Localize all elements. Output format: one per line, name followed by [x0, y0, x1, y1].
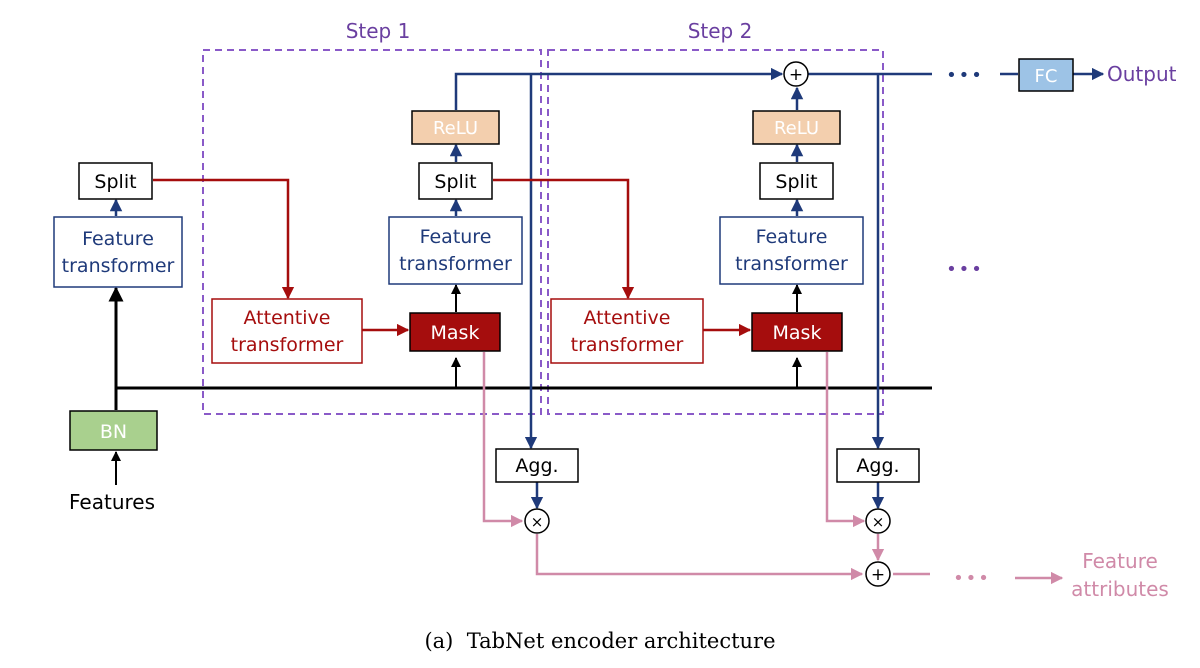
step2-attentive-line2: transformer — [571, 334, 684, 356]
bn-block: BN — [69, 410, 158, 451]
step1-feature-transformer-line2: transformer — [399, 253, 512, 275]
step2-mask-block: Mask — [751, 312, 843, 352]
step2-relu-label: ReLU — [774, 118, 819, 139]
agg-block-2: Agg. — [836, 448, 920, 483]
step1-relu-label: ReLU — [433, 118, 478, 139]
times-node-1-symbol: × — [531, 513, 544, 531]
feature-attributes-line2: attributes — [1071, 577, 1169, 601]
features-label: Features — [69, 490, 155, 514]
ellipsis-middle: ••• — [946, 259, 984, 280]
step2-feature-transformer-block: Feature transformer — [719, 216, 864, 285]
times-node-2: × — [865, 508, 891, 534]
split-block: Split — [78, 162, 153, 200]
step1-feature-transformer-block: Feature transformer — [388, 216, 523, 285]
step1-relu-block: ReLU — [411, 110, 500, 145]
feature-transformer-line2: transformer — [62, 255, 175, 277]
red-connectors — [153, 178, 752, 337]
step2-split-block: Split — [759, 162, 834, 200]
step2-attentive-transformer-block: Attentive transformer — [550, 298, 704, 364]
step2-feature-transformer-line2: transformer — [735, 253, 848, 275]
step1-attentive-line1: Attentive — [244, 307, 331, 329]
step2-mask-label: Mask — [773, 322, 822, 344]
plus-node-attributes: + — [865, 561, 891, 587]
step1-feature-transformer-line1: Feature — [420, 226, 492, 248]
step1-attentive-line2: transformer — [231, 334, 344, 356]
times-node-2-symbol: × — [872, 513, 885, 531]
agg-block-1: Agg. — [495, 448, 579, 483]
step1-split-label: Split — [434, 171, 476, 193]
navy-connectors — [109, 67, 1105, 510]
step1-attentive-transformer-block: Attentive transformer — [211, 298, 363, 364]
step1-mask-label: Mask — [431, 322, 480, 344]
plus-node-output: + — [783, 61, 809, 87]
feature-transformer-line1: Feature — [82, 228, 154, 250]
step2-frame — [547, 49, 884, 415]
fc-label: FC — [1035, 66, 1058, 87]
ellipsis-output: ••• — [946, 65, 984, 86]
step1-label: Step 1 — [346, 19, 411, 43]
bn-label: BN — [100, 421, 127, 443]
step2-feature-transformer-line1: Feature — [756, 226, 828, 248]
feature-attributes-line1: Feature — [1082, 549, 1158, 573]
step1-frame — [202, 49, 542, 415]
step1-split-block: Split — [418, 162, 493, 200]
plus-node-attributes-symbol: + — [871, 565, 885, 585]
times-node-1: × — [524, 508, 550, 534]
figure-caption: (a) TabNet encoder architecture — [424, 629, 775, 653]
feature-bus — [108, 284, 932, 485]
pink-connectors — [482, 352, 1064, 585]
step2-label: Step 2 — [688, 19, 753, 43]
agg-label-2: Agg. — [856, 455, 899, 477]
ellipsis-attributes: ••• — [953, 568, 991, 589]
step2-split-label: Split — [775, 171, 817, 193]
output-label: Output — [1107, 62, 1177, 86]
plus-node-output-symbol: + — [789, 65, 803, 85]
feature-transformer-block: Feature transformer — [53, 216, 183, 288]
step1-mask-block: Mask — [409, 312, 501, 352]
agg-label-1: Agg. — [515, 455, 558, 477]
step2-relu-block: ReLU — [752, 110, 841, 145]
split-label: Split — [94, 171, 136, 193]
step2-attentive-line1: Attentive — [584, 307, 671, 329]
fc-block: FC — [1018, 58, 1074, 92]
